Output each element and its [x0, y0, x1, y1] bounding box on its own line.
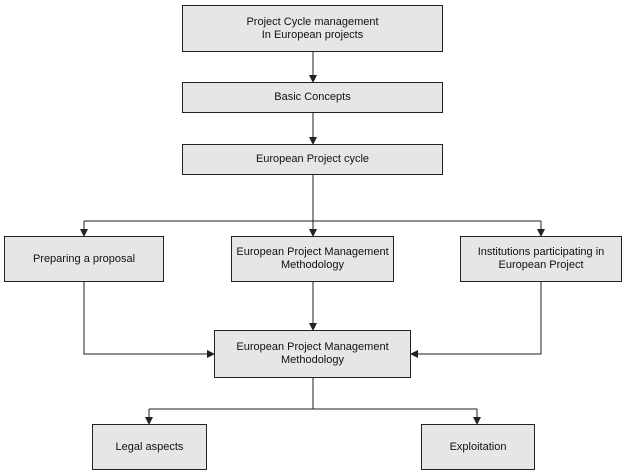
node-methodology-top: European Project Management Methodology: [231, 236, 394, 282]
node-preparing-proposal: Preparing a proposal: [4, 236, 164, 282]
node-basic-concepts: Basic Concepts: [182, 82, 443, 113]
node-label-line: Basic Concepts: [274, 91, 351, 103]
node-label-line: Legal aspects: [115, 440, 184, 453]
node-label-line: European Project cycle: [255, 153, 370, 165]
node-label-line: Preparing a proposal: [32, 252, 136, 265]
node-label-line: Methodology: [281, 259, 344, 271]
connector-institutions-to-method-bottom: [410, 282, 542, 358]
connector-proposal-to-method-bottom: [83, 282, 215, 358]
node-label-line: European Project: [498, 259, 584, 271]
node-european-project-cycle: European Project cycle: [182, 144, 443, 175]
node-project-cycle-management: Project Cycle management In European pro…: [182, 5, 443, 52]
node-label-line: European Project Management: [236, 341, 389, 353]
node-exploitation: Exploitation: [421, 424, 535, 470]
node-label-line: Project Cycle management: [246, 15, 379, 28]
node-label-line: Institutions participating in: [477, 246, 605, 258]
node-methodology-bottom: European Project Management Methodology: [214, 330, 411, 378]
node-legal-aspects: Legal aspects: [92, 424, 207, 470]
node-label-line: Methodology: [281, 354, 344, 366]
node-label-line: In European projects: [261, 28, 364, 41]
node-label-line: Exploitation: [449, 440, 507, 453]
node-institutions: Institutions participating in European P…: [460, 236, 622, 282]
node-label-line: European Project Management: [236, 246, 389, 258]
